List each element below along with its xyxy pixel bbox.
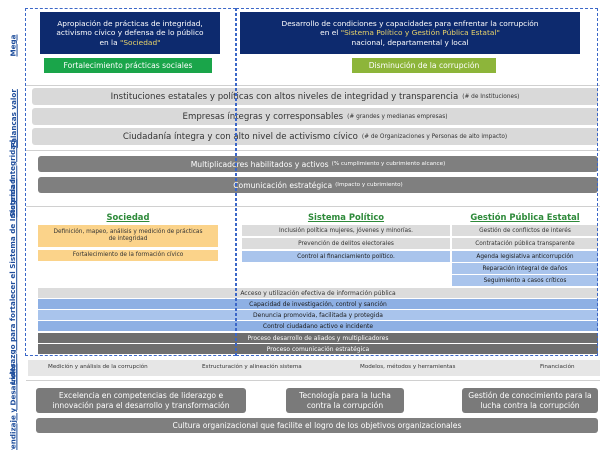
shared-row: Proceso desarrollo de aliados y multipli… <box>38 333 598 343</box>
shared-row: Proceso comunicación estratégica <box>38 344 598 354</box>
mega-right-line3: nacional, departamental y local <box>351 37 469 47</box>
enabler-item: Modelos, métodos y herramientas <box>360 364 456 370</box>
side-label-aprendizaje-text: Aprendizaje y Desarrollo <box>8 363 18 450</box>
sistema-multiplicadores: Multiplicadores habilitados y activos(% … <box>38 156 598 172</box>
mega-right-line1: Desarrollo de condiciones y capacidades … <box>281 18 539 28</box>
mega-sociedad-box: Apropiación de prácticas de integridad, … <box>40 12 220 54</box>
gestion-publica-item: Seguimiento a casos críticos <box>452 275 598 286</box>
gestion-publica-item: Gestión de conflictos de interés <box>452 225 598 236</box>
fortalecimiento-practicas-button[interactable]: Fortalecimiento prácticas sociales <box>44 58 212 73</box>
palanca-empresas: Empresas íntegras y corresponsables(# gr… <box>32 108 598 125</box>
enabler-item: Medición y análisis de la corrupción <box>48 364 148 370</box>
gestion-publica-item: Agenda legislativa anticorrupción <box>452 251 598 262</box>
separator <box>26 206 600 207</box>
palanca-ciudadania-note: (# de Organizaciones y Personas de alto … <box>361 133 508 140</box>
column-title-sociedad: Sociedad <box>106 212 150 222</box>
mega-left-line3: en la "Sociedad" <box>99 38 160 48</box>
aprendizaje-tecnologia-box: Tecnología para la lucha contra la corru… <box>286 388 404 413</box>
sistema-comunicacion-note: (Impacto y cubrimiento) <box>335 182 403 188</box>
palanca-empresas-label: Empresas íntegras y corresponsables <box>182 111 344 122</box>
palanca-ciudadania: Ciudadanía íntegra y con alto nivel de a… <box>32 128 598 145</box>
enabler-item: Estructuración y alineación sistema <box>202 364 302 370</box>
sistema-multiplicadores-label: Multiplicadores habilitados y activos <box>190 159 329 169</box>
palanca-ciudadania-label: Ciudadanía íntegra y con alto nivel de a… <box>122 131 358 142</box>
disminucion-corrupcion-button[interactable]: Disminución de la corrupción <box>352 58 496 73</box>
column-title-gestion-publica: Gestión Pública Estatal <box>470 212 580 222</box>
sociedad-item: Definición, mapeo, análisis y medición d… <box>38 225 218 247</box>
sistema-comunicacion: Comunicación estratégica(Impacto y cubri… <box>38 177 598 193</box>
palanca-empresas-note: (# grandes y medianas empresas) <box>347 113 448 120</box>
mega-left-line3-pre: en la <box>99 37 120 47</box>
gestion-publica-item: Contratación pública transparente <box>452 238 598 249</box>
separator <box>26 380 600 381</box>
separator <box>26 150 600 151</box>
mega-left-line1: Apropiación de prácticas de integridad, <box>57 18 203 28</box>
shared-row: Capacidad de investigación, control y sa… <box>38 299 598 309</box>
side-label-palancas-text: Palancas valor <box>8 88 18 148</box>
column-title-sistema-politico: Sistema Político <box>307 212 385 222</box>
sistema-politico-item: Prevención de delitos electorales <box>242 238 450 249</box>
mega-left-line2: activismo cívico y defensa de lo público <box>56 28 204 38</box>
palanca-instituciones-note: (# de Instituciones) <box>462 93 520 100</box>
cultura-organizacional-bar: Cultura organizacional que facilite el l… <box>36 418 598 433</box>
shared-row: Control ciudadano activo e incidente <box>38 321 598 331</box>
separator <box>26 85 600 86</box>
mega-right-line2-highlight: "Sistema Político y Gestión Pública Esta… <box>340 28 500 38</box>
side-label-aprendizaje: Aprendizaje y Desarrollo <box>0 363 26 450</box>
mega-right-line2-pre: en el <box>320 28 341 38</box>
enabler-item: Financiación <box>540 364 575 370</box>
sistema-politico-item: Inclusión política mujeres, jóvenes y mi… <box>242 225 450 236</box>
side-label-liderazgo-text: Liderazgo para fortalecer el Sistema de … <box>8 178 18 384</box>
side-label-mega: Mega <box>0 4 26 86</box>
shared-row: Denuncia promovida, facilitada y protegi… <box>38 310 598 320</box>
aprendizaje-liderazgo-box: Excelencia en competencias de liderazgo … <box>36 388 246 413</box>
sistema-politico-item: Control al financiamiento político. <box>242 251 450 262</box>
sociedad-item: Fortalecimiento de la formación cívico <box>38 250 218 261</box>
sistema-multiplicadores-note: (% cumplimiento y cubrimiento alcance) <box>331 161 446 167</box>
palanca-instituciones: Instituciones estatales y políticas con … <box>32 88 598 105</box>
sistema-comunicacion-label: Comunicación estratégica <box>233 180 333 190</box>
side-label-mega-text: Mega <box>8 33 18 57</box>
mega-left-line3-highlight: "Sociedad" <box>119 37 161 47</box>
shared-row: Acceso y utilización efectiva de informa… <box>38 288 598 298</box>
gestion-publica-item: Reparación integral de daños <box>452 263 598 274</box>
palanca-instituciones-label: Instituciones estatales y políticas con … <box>110 91 459 102</box>
mega-sistema-box: Desarrollo de condiciones y capacidades … <box>240 12 580 54</box>
enablers-band <box>28 360 600 376</box>
side-label-liderazgo: Liderazgo para fortalecer el Sistema de … <box>0 178 26 383</box>
mega-right-line2: en el "Sistema Político y Gestión Públic… <box>320 28 500 38</box>
aprendizaje-conocimiento-box: Gestión de conocimiento para la lucha co… <box>462 388 598 413</box>
